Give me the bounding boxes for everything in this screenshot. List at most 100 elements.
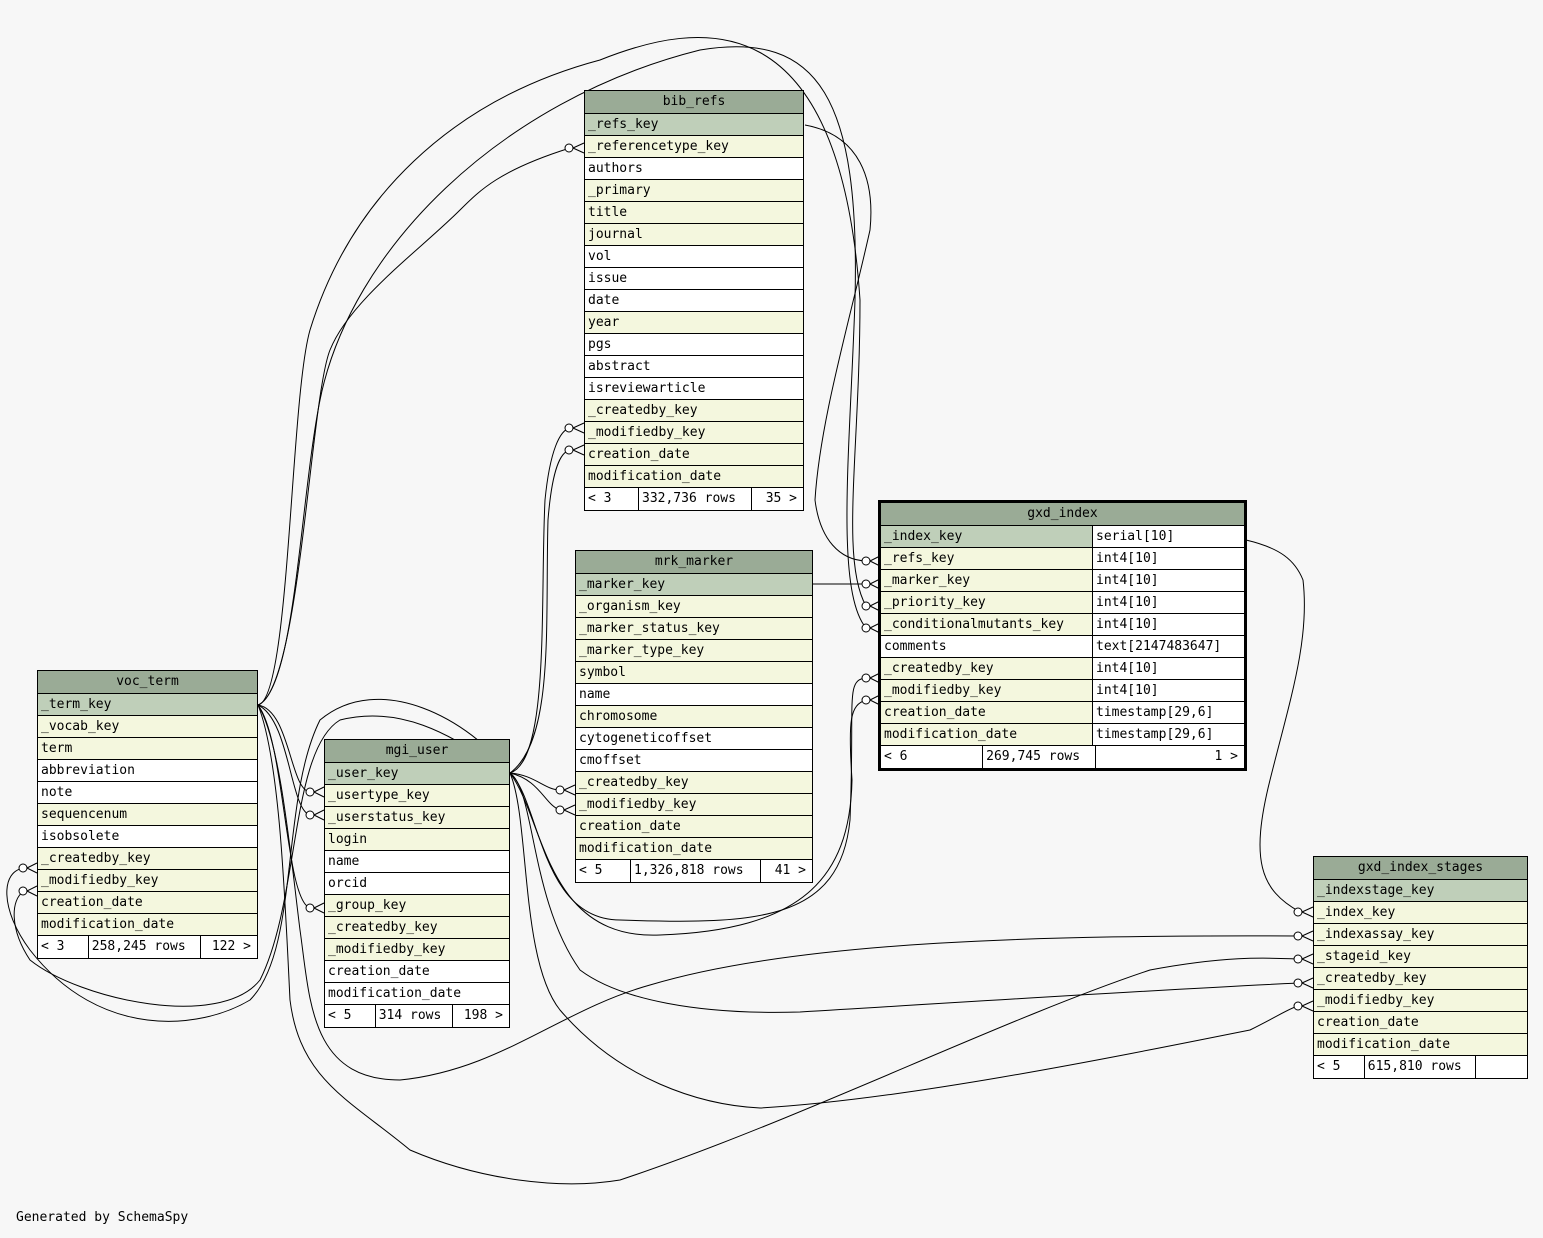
column-row[interactable]: _group_key bbox=[325, 895, 509, 917]
column-row[interactable]: abbreviation bbox=[38, 760, 257, 782]
children-count-link[interactable]: 122 > bbox=[200, 936, 257, 958]
column-row[interactable]: isreviewarticle bbox=[585, 378, 803, 400]
column-row[interactable]: _modifiedby_key bbox=[325, 939, 509, 961]
column-name: _createdby_key bbox=[328, 920, 438, 935]
column-row[interactable]: creation_date bbox=[585, 444, 803, 466]
column-row[interactable]: modification_date bbox=[38, 914, 257, 936]
column-row[interactable]: _modifiedby_key bbox=[1314, 990, 1527, 1012]
column-row[interactable]: creation_date bbox=[1314, 1012, 1527, 1034]
column-row[interactable]: _userstatus_key bbox=[325, 807, 509, 829]
column-row[interactable]: _modifiedby_key bbox=[576, 794, 812, 816]
column-row[interactable]: isobsolete bbox=[38, 826, 257, 848]
column-row[interactable]: _referencetype_key bbox=[585, 136, 803, 158]
column-row[interactable]: _primary bbox=[585, 180, 803, 202]
column-row[interactable]: _refs_key bbox=[585, 114, 803, 136]
column-row[interactable]: cytogeneticoffset bbox=[576, 728, 812, 750]
table-gxd-index-stages[interactable]: gxd_index_stages_indexstage_key_index_ke… bbox=[1313, 856, 1528, 1079]
column-row[interactable]: year bbox=[585, 312, 803, 334]
column-row[interactable]: orcid bbox=[325, 873, 509, 895]
column-row[interactable]: term bbox=[38, 738, 257, 760]
column-row[interactable]: _modifiedby_key bbox=[38, 870, 257, 892]
column-name: abstract bbox=[588, 359, 651, 374]
table-mgi-user[interactable]: mgi_user_user_key_usertype_key_userstatu… bbox=[324, 739, 510, 1028]
column-row[interactable]: _createdby_key bbox=[1314, 968, 1527, 990]
table-header[interactable]: mrk_marker bbox=[576, 551, 812, 574]
column-row[interactable]: authors bbox=[585, 158, 803, 180]
children-count-link[interactable]: 198 > bbox=[452, 1005, 509, 1027]
column-row[interactable]: pgs bbox=[585, 334, 803, 356]
table-header[interactable]: bib_refs bbox=[585, 91, 803, 114]
column-row[interactable]: _marker_key bbox=[576, 574, 812, 596]
parents-count-link[interactable]: < 3 bbox=[41, 939, 65, 954]
table-header[interactable]: gxd_index bbox=[881, 503, 1244, 526]
column-row[interactable]: _modifiedby_key bbox=[585, 422, 803, 444]
column-row[interactable]: creation_date bbox=[576, 816, 812, 838]
column-row[interactable]: note bbox=[38, 782, 257, 804]
column-row[interactable]: journal bbox=[585, 224, 803, 246]
column-row[interactable]: _createdby_key bbox=[576, 772, 812, 794]
children-count-link[interactable]: 1 > bbox=[1095, 746, 1244, 768]
column-row[interactable]: modification_date bbox=[1314, 1034, 1527, 1056]
column-row[interactable]: modification_date bbox=[585, 466, 803, 488]
column-row[interactable]: _createdby_key bbox=[38, 848, 257, 870]
column-row[interactable]: _stageid_key bbox=[1314, 946, 1527, 968]
column-row[interactable]: creation_date bbox=[38, 892, 257, 914]
column-row[interactable]: date bbox=[585, 290, 803, 312]
column-row[interactable]: modification_date bbox=[325, 983, 509, 1005]
column-row[interactable]: _usertype_key bbox=[325, 785, 509, 807]
parents-count-link[interactable]: < 5 bbox=[328, 1008, 352, 1023]
column-row[interactable]: chromosome bbox=[576, 706, 812, 728]
parents-count-link[interactable]: < 5 bbox=[1317, 1059, 1341, 1074]
table-mrk-marker[interactable]: mrk_marker_marker_key_organism_key_marke… bbox=[575, 550, 813, 883]
column-row[interactable]: issue bbox=[585, 268, 803, 290]
column-type: int4[10] bbox=[1092, 680, 1244, 701]
column-row[interactable]: title bbox=[585, 202, 803, 224]
column-row[interactable]: creation_date bbox=[325, 961, 509, 983]
column-row[interactable]: _organism_key bbox=[576, 596, 812, 618]
column-row[interactable]: _createdby_key bbox=[325, 917, 509, 939]
column-row[interactable]: name bbox=[576, 684, 812, 706]
parents-count-link[interactable]: < 3 bbox=[588, 491, 612, 506]
column-row[interactable]: sequencenum bbox=[38, 804, 257, 826]
column-row[interactable]: vol bbox=[585, 246, 803, 268]
column-row[interactable]: abstract bbox=[585, 356, 803, 378]
parents-count-link[interactable]: < 5 bbox=[579, 863, 603, 878]
column-row[interactable]: _vocab_key bbox=[38, 716, 257, 738]
column-name: symbol bbox=[579, 665, 626, 680]
table-header[interactable]: voc_term bbox=[38, 671, 257, 694]
column-row[interactable]: _index_key bbox=[1314, 902, 1527, 924]
children-count-link[interactable] bbox=[1475, 1056, 1527, 1078]
parents-count-link[interactable]: < 6 bbox=[884, 749, 908, 764]
column-row[interactable]: _marker_status_key bbox=[576, 618, 812, 640]
column-name: login bbox=[328, 832, 368, 847]
column-row[interactable]: symbol bbox=[576, 662, 812, 684]
row-count: 258,245 rows bbox=[87, 936, 200, 958]
table-header[interactable]: gxd_index_stages bbox=[1314, 857, 1527, 880]
column-row[interactable]: cmoffset bbox=[576, 750, 812, 772]
column-row[interactable]: _user_key bbox=[325, 763, 509, 785]
table-header[interactable]: mgi_user bbox=[325, 740, 509, 763]
column-row[interactable]: _createdby_key bbox=[585, 400, 803, 422]
children-count-link[interactable]: 41 > bbox=[760, 860, 812, 882]
column-row[interactable]: _indexstage_key bbox=[1314, 880, 1527, 902]
column-row[interactable]: modification_date bbox=[576, 838, 812, 860]
column-row[interactable]: _marker_type_key bbox=[576, 640, 812, 662]
children-count-link[interactable]: 35 > bbox=[751, 488, 803, 510]
column-row[interactable]: _term_key bbox=[38, 694, 257, 716]
column-row[interactable]: name bbox=[325, 851, 509, 873]
column-row[interactable]: login bbox=[325, 829, 509, 851]
column-row[interactable]: _indexassay_key bbox=[1314, 924, 1527, 946]
